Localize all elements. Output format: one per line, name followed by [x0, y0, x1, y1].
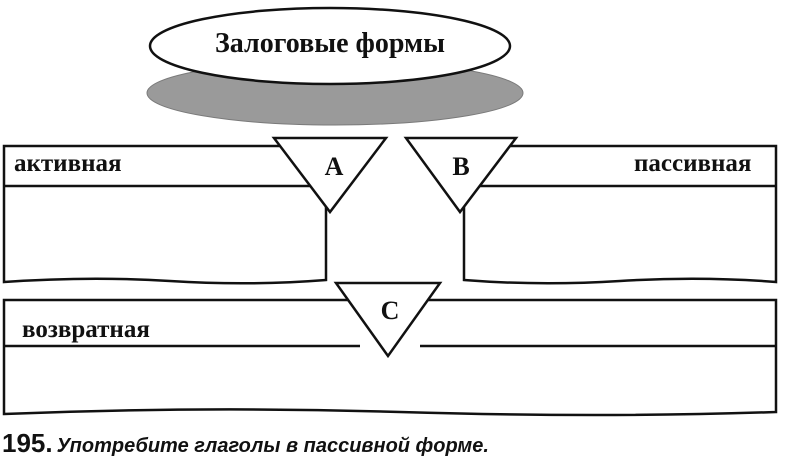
- reflexive-voice-label: возвратная: [22, 316, 150, 343]
- active-box: [2, 144, 328, 285]
- triangle-a-letter: A: [324, 152, 344, 181]
- triangle-a: [271, 136, 389, 215]
- triangle-b-letter: B: [452, 152, 470, 181]
- triangle-c-letter: C: [380, 296, 400, 325]
- passive-voice-label: пассивная: [634, 150, 752, 177]
- title-ellipse: [148, 6, 512, 86]
- triangle-c: [333, 281, 443, 359]
- active-voice-label: активная: [14, 150, 122, 177]
- exercise-number: 195.: [2, 428, 53, 458]
- passive-box: [462, 144, 778, 285]
- reflexive-box: [2, 298, 778, 417]
- diagram-title: Залоговые формы: [215, 28, 445, 59]
- exercise-heading: 195.Употребите глаголы в пассивной форме…: [2, 428, 489, 459]
- triangle-b: [403, 136, 519, 215]
- exercise-instruction: Употребите глаголы в пассивной форме.: [56, 435, 489, 457]
